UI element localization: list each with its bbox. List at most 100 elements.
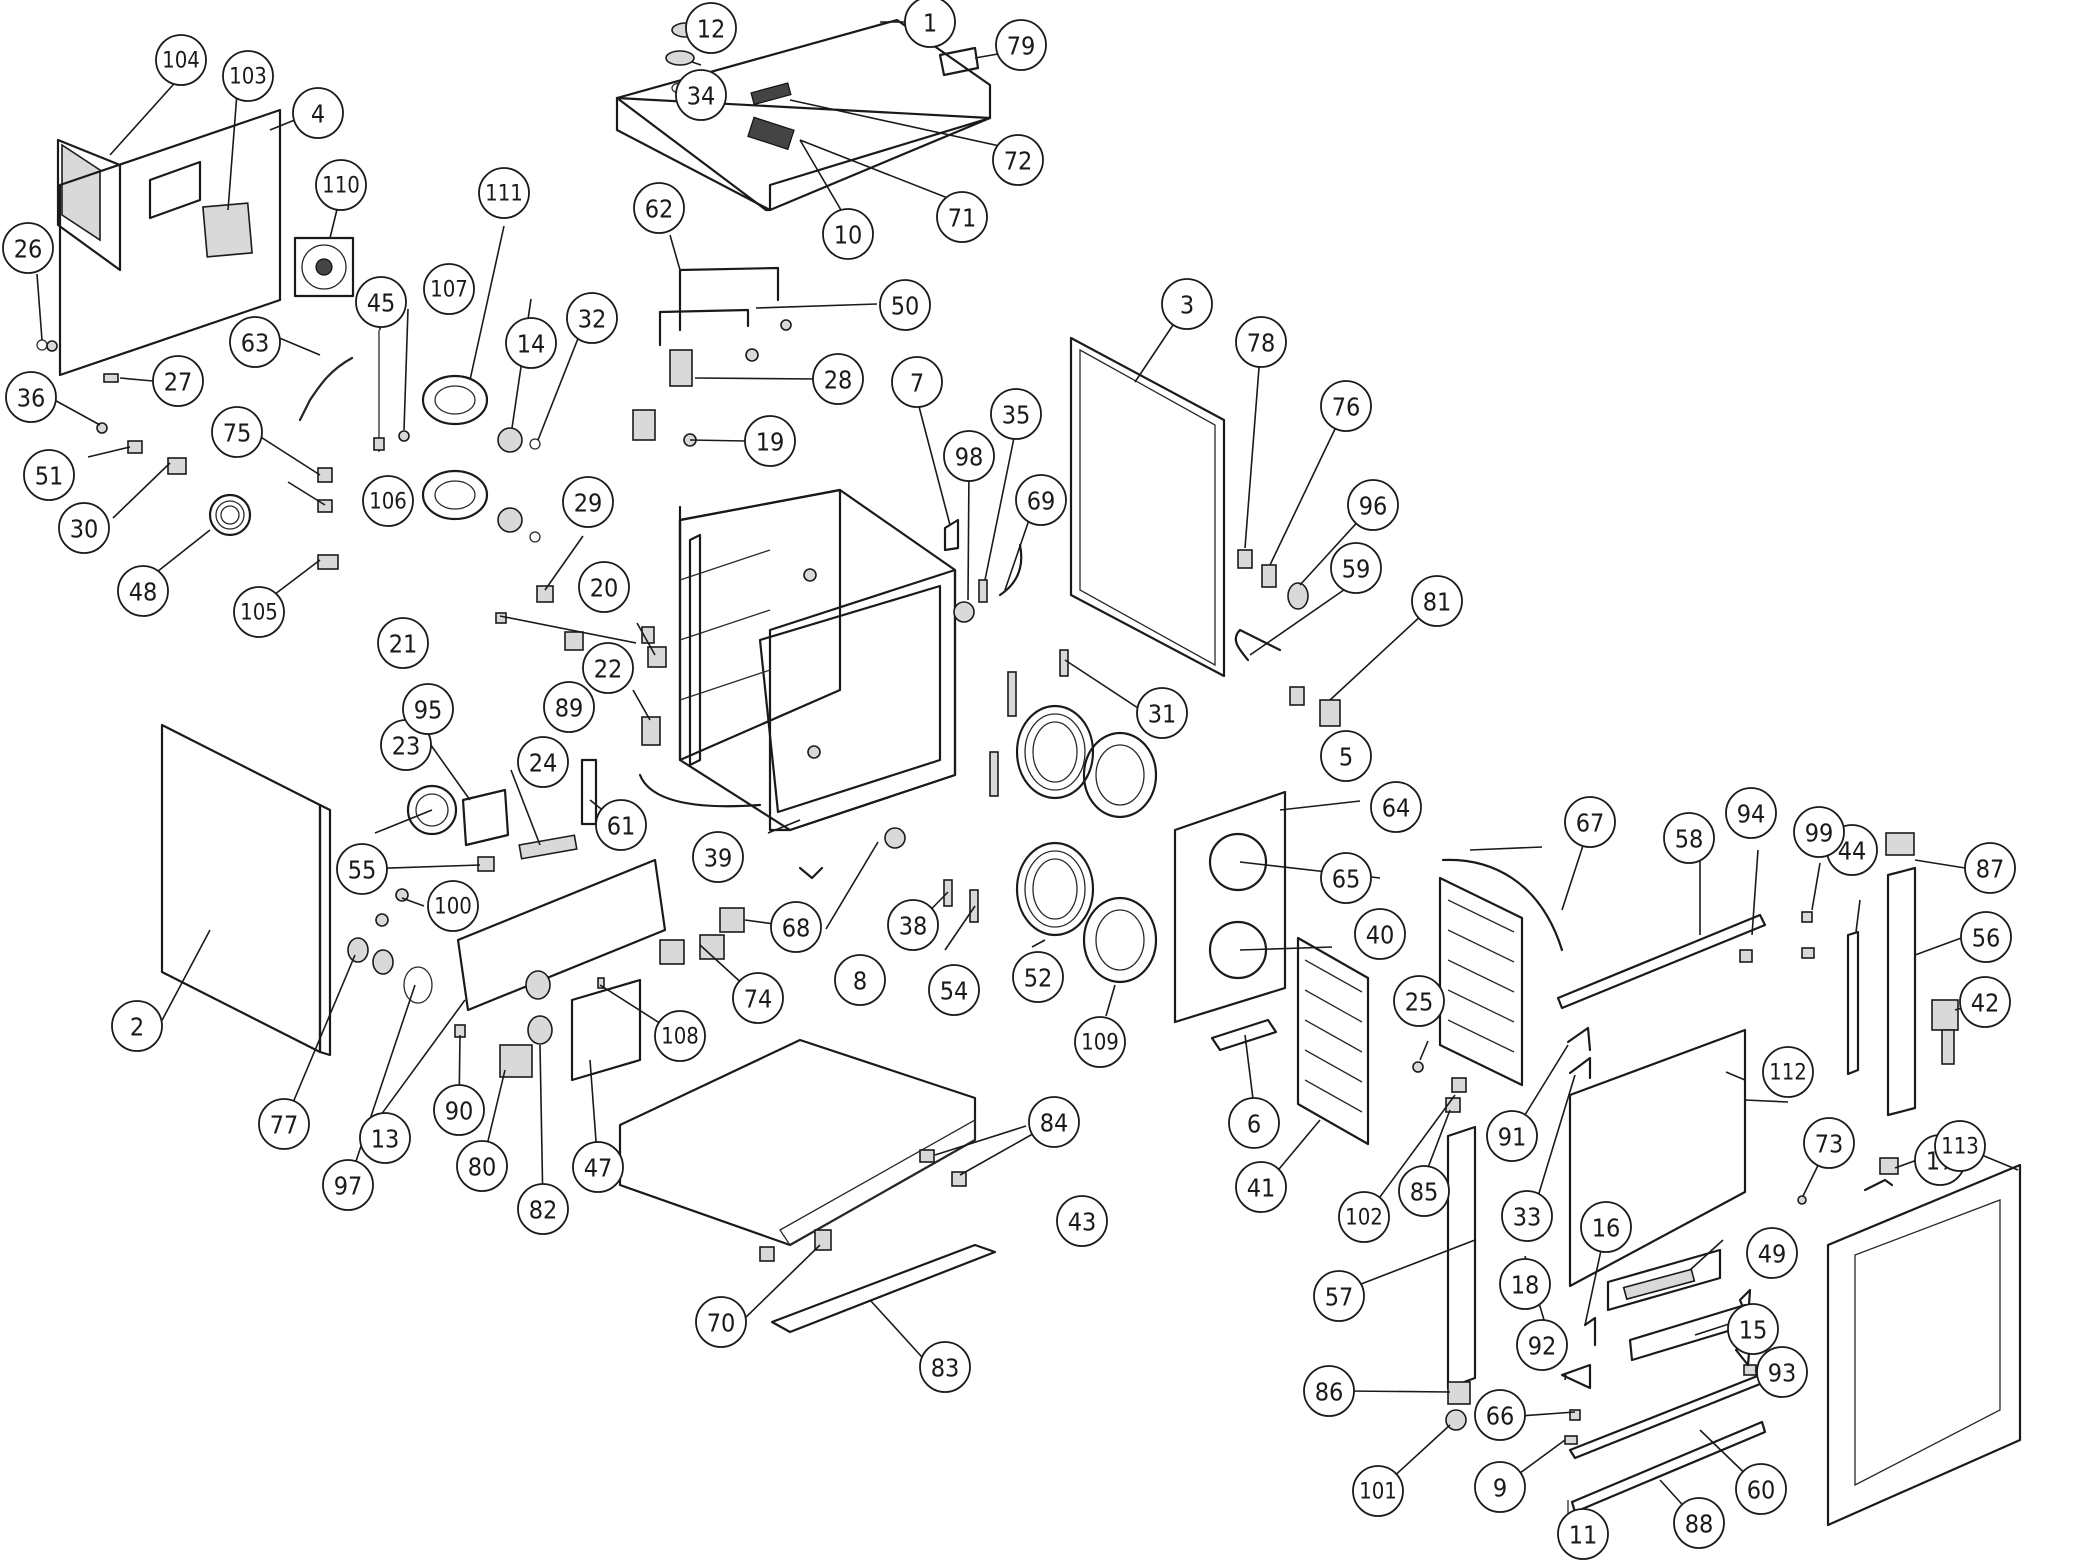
callout-circle bbox=[572, 1141, 624, 1193]
callout-number: 11 bbox=[1569, 1521, 1598, 1550]
callout-15: 15 bbox=[1727, 1303, 1779, 1355]
callout-98: 98 bbox=[943, 430, 995, 482]
callout-96: 96 bbox=[1347, 479, 1399, 531]
callout-number: 78 bbox=[1247, 329, 1276, 358]
callout-circle bbox=[258, 1098, 310, 1150]
callout-circle bbox=[1330, 542, 1382, 594]
callout-45: 45 bbox=[355, 276, 407, 328]
callout-circle bbox=[1411, 575, 1463, 627]
callout-number: 40 bbox=[1366, 921, 1395, 950]
callout-circle bbox=[1228, 1097, 1280, 1149]
callout-circle bbox=[1746, 1227, 1798, 1279]
callout-40: 40 bbox=[1354, 908, 1406, 960]
callout-circle bbox=[582, 642, 634, 694]
callout-circle bbox=[904, 0, 956, 48]
callout-number: 92 bbox=[1528, 1332, 1557, 1361]
callout-number: 85 bbox=[1410, 1178, 1439, 1207]
callout-22: 22 bbox=[582, 642, 634, 694]
callout-number: 43 bbox=[1068, 1208, 1097, 1237]
callout-circle bbox=[1320, 380, 1372, 432]
callout-number: 57 bbox=[1325, 1283, 1354, 1312]
callout-circle bbox=[732, 972, 784, 1024]
callout-number: 54 bbox=[940, 977, 969, 1006]
callout-number: 47 bbox=[584, 1154, 613, 1183]
callout-circle bbox=[566, 292, 618, 344]
callout-95: 95 bbox=[402, 683, 454, 735]
callout-number: 80 bbox=[468, 1153, 497, 1182]
callout-number: 110 bbox=[322, 174, 360, 199]
callout-58: 58 bbox=[1663, 812, 1715, 864]
callout-9: 9 bbox=[1474, 1461, 1526, 1513]
callout-number: 5 bbox=[1339, 743, 1353, 772]
callout-circle bbox=[543, 681, 595, 733]
callout-number: 63 bbox=[241, 329, 270, 358]
callout-circle bbox=[1580, 1201, 1632, 1253]
callout-number: 70 bbox=[707, 1309, 736, 1338]
callout-number: 21 bbox=[389, 630, 418, 659]
callout-93: 93 bbox=[1756, 1346, 1808, 1398]
callout-number: 59 bbox=[1342, 555, 1371, 584]
callout-circle bbox=[1235, 1161, 1287, 1213]
callout-76: 76 bbox=[1320, 380, 1372, 432]
callout-circle bbox=[879, 279, 931, 331]
callout-number: 102 bbox=[1345, 1206, 1383, 1231]
callout-64: 64 bbox=[1370, 781, 1422, 833]
callout-number: 86 bbox=[1315, 1378, 1344, 1407]
callout-5: 5 bbox=[1320, 730, 1372, 782]
callout-102: 102 bbox=[1338, 1191, 1390, 1243]
callout-circle bbox=[1934, 1120, 1986, 1172]
callout-number: 51 bbox=[35, 462, 64, 491]
callout-65: 65 bbox=[1320, 852, 1372, 904]
callout-number: 112 bbox=[1769, 1061, 1807, 1086]
callout-circle bbox=[812, 353, 864, 405]
callout-38: 38 bbox=[887, 899, 939, 951]
callout-80: 80 bbox=[456, 1140, 508, 1192]
callout-number: 95 bbox=[414, 696, 443, 725]
callout-circle bbox=[1313, 1270, 1365, 1322]
callout-circle bbox=[117, 565, 169, 617]
callout-3: 3 bbox=[1161, 278, 1213, 330]
callout-circle bbox=[355, 276, 407, 328]
callout-number: 90 bbox=[445, 1097, 474, 1126]
callout-number: 38 bbox=[899, 912, 928, 941]
callout-39: 39 bbox=[692, 831, 744, 883]
callout-10: 10 bbox=[822, 208, 874, 260]
callout-circle bbox=[1959, 976, 2011, 1028]
callout-labels: 1234567891011121314151617181920212223242… bbox=[2, 0, 2016, 1560]
callout-circle bbox=[887, 899, 939, 951]
callout-14: 14 bbox=[505, 317, 557, 369]
callout-29: 29 bbox=[562, 476, 614, 528]
callout-number: 12 bbox=[697, 15, 726, 44]
callout-54: 54 bbox=[928, 964, 980, 1016]
callout-75: 75 bbox=[211, 406, 263, 458]
callout-number: 96 bbox=[1359, 492, 1388, 521]
callout-number: 55 bbox=[348, 856, 377, 885]
callout-number: 93 bbox=[1768, 1359, 1797, 1388]
callout-number: 99 bbox=[1805, 819, 1834, 848]
callout-90: 90 bbox=[433, 1084, 485, 1136]
callout-number: 75 bbox=[223, 419, 252, 448]
callout-number: 98 bbox=[955, 443, 984, 472]
callout-circle bbox=[402, 683, 454, 735]
callout-number: 104 bbox=[162, 49, 200, 74]
callout-circle bbox=[233, 586, 285, 638]
callout-circle bbox=[1338, 1191, 1390, 1243]
callout-circle bbox=[1474, 1461, 1526, 1513]
callout-number: 113 bbox=[1941, 1135, 1979, 1160]
callout-circle bbox=[1161, 278, 1213, 330]
callout-circle bbox=[990, 388, 1042, 440]
callout-circle bbox=[1028, 1096, 1080, 1148]
callout-number: 39 bbox=[704, 844, 733, 873]
callout-number: 36 bbox=[17, 384, 46, 413]
callout-circle bbox=[1320, 730, 1372, 782]
callout-number: 62 bbox=[645, 195, 674, 224]
callout-circle bbox=[654, 1010, 706, 1062]
callout-59: 59 bbox=[1330, 542, 1382, 594]
callout-circle bbox=[1725, 787, 1777, 839]
callout-number: 25 bbox=[1405, 988, 1434, 1017]
callout-circle bbox=[891, 356, 943, 408]
callout-circle bbox=[423, 263, 475, 315]
callout-circle bbox=[1012, 951, 1064, 1003]
